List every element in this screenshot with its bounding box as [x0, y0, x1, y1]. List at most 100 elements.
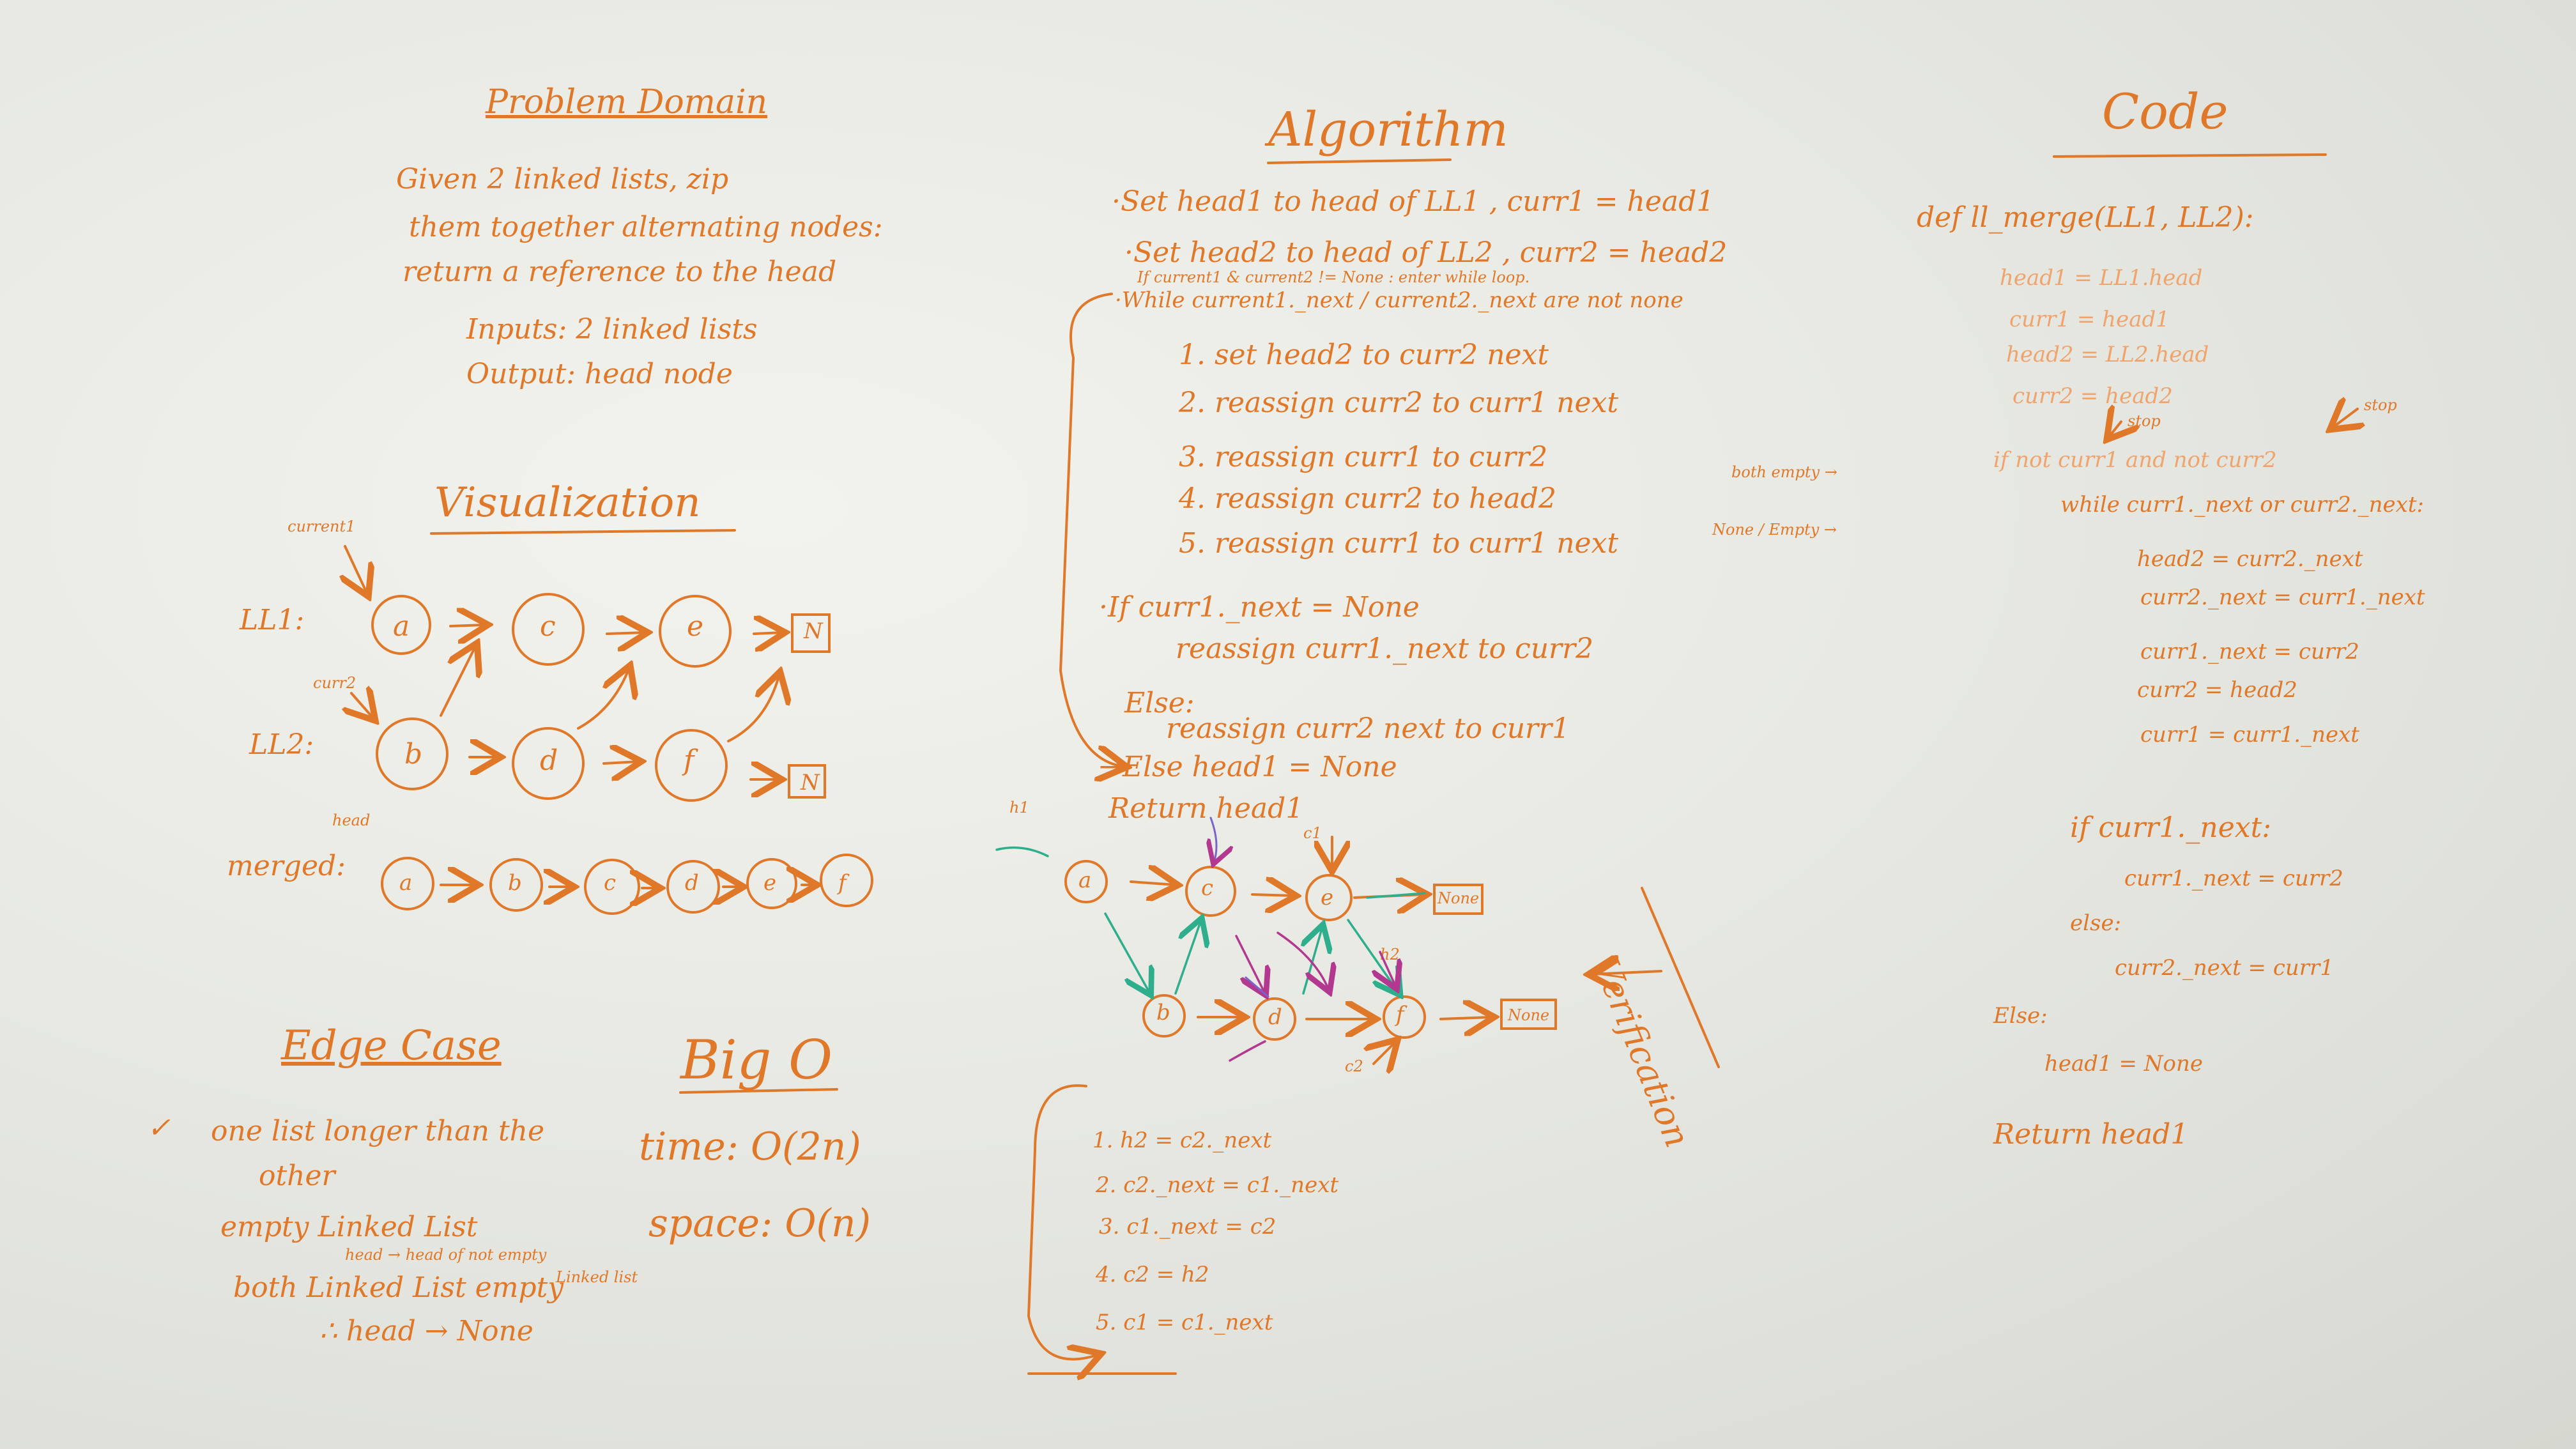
algo-else-body: reassign curr2 next to curr1: [1166, 712, 1570, 745]
code-side-mark-2: stop: [2364, 396, 2397, 414]
diagram-top-none: None: [1438, 889, 1480, 907]
merged-node-d: d: [685, 870, 699, 896]
code-line-head2: head2 = LL2.head: [2006, 342, 2209, 367]
ll1-null-box: [791, 613, 831, 653]
ll1-node-e: e: [687, 610, 704, 643]
edge-item-2-note-b: Linked list: [556, 1268, 638, 1286]
verification-both-empty: both empty →: [1731, 463, 1837, 481]
problem-inputs: Inputs: 2 linked lists: [466, 313, 758, 346]
code-heading: Code: [2102, 83, 2228, 140]
ll2-circle-d: [512, 727, 585, 800]
merged-node-f: f: [838, 870, 847, 896]
diagram-c1-label: c1: [1303, 824, 1322, 842]
merged-node-e: e: [763, 870, 777, 896]
ll2-node-null: N: [801, 770, 820, 795]
code-line-w1: head2 = curr2._next: [2137, 546, 2363, 572]
algo-bottom-step-1: 1. h2 = c2._next: [1092, 1128, 1272, 1153]
edge-item-3: both Linked List empty: [233, 1271, 564, 1304]
ll2-label: LL2:: [249, 728, 314, 761]
ll1-circle-c: [512, 593, 585, 666]
code-line-w3: curr1._next = curr2: [2140, 639, 2359, 664]
code-line-curr2: curr2 = head2: [2012, 383, 2173, 409]
algorithm-underline: [1267, 158, 1452, 164]
algo-step-4: 4. reassign curr2 to head2: [1179, 482, 1556, 515]
ll1-circle-a: [371, 595, 431, 655]
problem-line-2: them together alternating nodes:: [409, 211, 883, 243]
algo-if-body: reassign curr1._next to curr2: [1176, 632, 1594, 665]
merged-node-b: b: [508, 870, 522, 896]
merged-node-c: c: [604, 870, 617, 896]
algo-else: Else:: [1124, 687, 1195, 719]
problem-domain-heading: Problem Domain: [486, 83, 768, 121]
algo-bottom-step-3: 3. c1._next = c2: [1099, 1214, 1276, 1239]
while-loop-bracket: [1059, 293, 1124, 767]
algo-line-1: ·Set head1 to head of LL1 , curr1 = head…: [1112, 185, 1715, 218]
code-line-w4: curr2 = head2: [2137, 677, 2297, 703]
edge-item-1: one list longer than the: [211, 1115, 545, 1147]
diagram-top-c: c: [1201, 875, 1214, 901]
ll2-null-box: [788, 764, 826, 799]
diagram-bottom-b: b: [1156, 1000, 1170, 1025]
code-line-else-body: curr2._next = curr1: [2115, 955, 2334, 981]
algo-line-4: ·While current1._next / current2._next a…: [1115, 288, 1683, 313]
diagram-bottom-f: f: [1396, 1002, 1404, 1027]
problem-line-1: Given 2 linked lists, zip: [396, 163, 729, 195]
ll1-node-null: N: [804, 618, 823, 644]
algo-step-1: 1. set head2 to curr2 next: [1179, 339, 1549, 371]
ll1-circle-e: [659, 595, 732, 668]
code-line-curr1: curr1 = head1: [2009, 307, 2170, 332]
merged-label: merged:: [227, 850, 346, 882]
visualization-underline: [430, 529, 736, 535]
diagram-top-e: e: [1321, 885, 1334, 910]
code-line-head1: head1 = LL1.head: [2000, 265, 2203, 291]
steps-bracket: [1027, 1084, 1099, 1359]
visualization-heading: Visualization: [434, 479, 701, 526]
code-line-w2: curr2._next = curr1._next: [2140, 585, 2425, 610]
edge-item-2-note: head → head of not empty: [345, 1246, 547, 1264]
problem-line-3: return a reference to the head: [402, 256, 837, 288]
merged-node-a: a: [399, 870, 413, 896]
code-line-def: def ll_merge(LL1, LL2):: [1917, 201, 2254, 234]
ll2-node-f: f: [684, 744, 694, 777]
code-line-if: if curr1._next:: [2070, 811, 2272, 844]
algorithm-heading: Algorithm: [1268, 102, 1508, 157]
algo-step-5: 5. reassign curr1 to curr1 next: [1179, 527, 1619, 560]
code-line-if-not: if not curr1 and not curr2: [1993, 447, 2277, 473]
diagram-top-a: a: [1078, 868, 1092, 893]
bigo-underline: [679, 1088, 838, 1094]
algo-bottom-step-5: 5. c1 = c1._next: [1096, 1310, 1273, 1335]
verification-none-empty: None / Empty →: [1712, 521, 1837, 539]
algo-step-3: 3. reassign curr1 to curr2: [1179, 441, 1548, 473]
code-line-outer-else: Else:: [1993, 1003, 2048, 1029]
ll2-circle-b: [376, 717, 448, 790]
code-line-else: else:: [2070, 910, 2122, 936]
diagram-bottom-none: None: [1508, 1006, 1550, 1024]
edge-case-heading: Edge Case: [281, 1022, 502, 1070]
current1-annotation: current1: [288, 518, 356, 535]
algo-line-2: ·Set head2 to head of LL2 , curr2 = head…: [1124, 236, 1728, 269]
code-underline: [2053, 153, 2327, 158]
ll1-node-c: c: [540, 610, 556, 643]
algo-line-3: If current1 & current2 != None : enter w…: [1137, 268, 1530, 286]
code-line-if-body: curr1._next = curr2: [2124, 866, 2343, 891]
ll1-node-a: a: [393, 610, 410, 643]
edge-item-1b: other: [259, 1160, 335, 1192]
ll2-node-b: b: [404, 738, 423, 770]
code-line-w5: curr1 = curr1._next: [2140, 722, 2359, 747]
big-o-space: space: O(n): [648, 1201, 871, 1246]
algo-step-2: 2. reassign curr2 to curr1 next: [1179, 387, 1619, 419]
code-line-outer-else-body: head1 = None: [2044, 1051, 2204, 1077]
code-line-while: while curr1._next or curr2._next:: [2060, 492, 2424, 518]
problem-output: Output: head node: [466, 358, 733, 390]
diagram-bottom-d: d: [1268, 1004, 1282, 1030]
big-o-heading: Big O: [680, 1029, 832, 1091]
ll2-node-d: d: [540, 744, 558, 777]
algo-else-head: →Else head1 = None: [1099, 751, 1397, 783]
ll2-circle-f: [655, 729, 728, 802]
algo-return: Return head1: [1108, 792, 1304, 825]
head-annotation: head: [332, 811, 371, 829]
edge-item-3-note: ∴ head → None: [319, 1315, 533, 1347]
algo-bottom-step-4: 4. c2 = h2: [1096, 1262, 1209, 1287]
big-o-time: time: O(2n): [639, 1124, 861, 1169]
